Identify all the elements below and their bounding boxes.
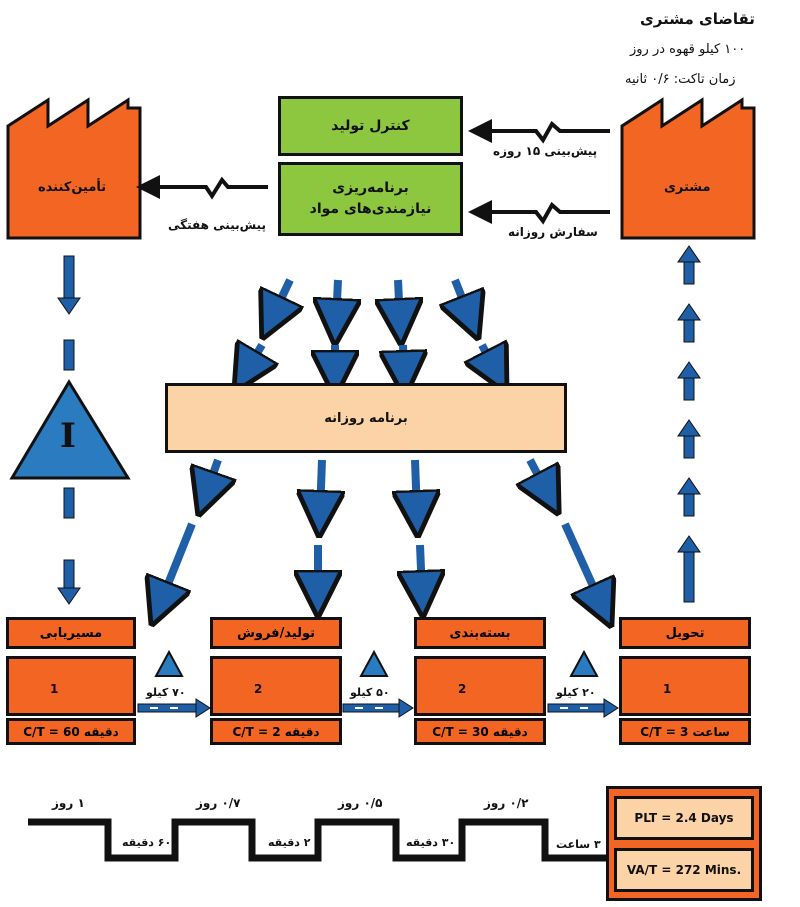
timeline-wait-1: ۱ روز: [52, 796, 85, 810]
process-ct-2: C/T = 2 دقیقه: [210, 718, 342, 745]
supplier-factory-shape: [6, 97, 142, 240]
process-body-3: [414, 656, 546, 716]
daily-order-label: سفارش روزانه: [508, 225, 598, 239]
wip-triangle-2: [359, 649, 389, 677]
timeline-wait-4: ۰/۲ روز: [484, 796, 529, 810]
wip-label-1: ۷۰ کیلو: [146, 686, 186, 699]
process-operators-3: 2: [458, 682, 467, 696]
timeline-wait-2: ۰/۷ روز: [196, 796, 241, 810]
customer-demand-quantity: ۱۰۰ کیلو قهوه در روز: [630, 42, 746, 57]
timeline-process-3: ۳۰ دقیقه: [406, 836, 456, 849]
daily-order-arrow: [468, 200, 610, 225]
wip-label-2: ۵۰ کیلو: [350, 686, 390, 699]
customer-label: مشتری: [664, 180, 711, 195]
timeline-process-1: ۶۰ دقیقه: [122, 836, 172, 849]
process-operators-2: 2: [254, 682, 263, 696]
forecast-15-arrow: [468, 119, 610, 144]
timeline-process-2: ۲ دقیقه: [268, 836, 311, 849]
plt-box: PLT = 2.4 Days: [614, 796, 754, 840]
mrp-box: برنامه‌ریزی نیازمندی‌های مواد: [278, 162, 463, 236]
daily-schedule-box: برنامه روزانه: [165, 383, 567, 453]
process-body-2: [210, 656, 342, 716]
process-operators-1: 1: [50, 682, 59, 696]
timeline-process-4: ۳ ساعت: [556, 838, 601, 851]
process-operators-4: 1: [663, 682, 672, 696]
process-title-2: تولید/فروش: [210, 617, 342, 649]
wip-triangle-1: [154, 649, 184, 677]
timeline-wait-3: ۰/۵ روز: [338, 796, 383, 810]
customer-demand-title: تقاضای مشتری: [640, 10, 755, 28]
inventory-symbol: I: [60, 416, 76, 456]
process-body-4: [619, 656, 751, 716]
process-ct-1: C/T = 60 دقیقه: [6, 718, 136, 745]
inventory-triangle: [9, 379, 131, 480]
vat-box: VA/T = 272 Mins.: [614, 848, 754, 892]
process-body-1: [6, 656, 136, 716]
weekly-forecast-arrow: [136, 175, 268, 200]
wip-label-3: ۲۰ کیلو: [556, 686, 596, 699]
customer-factory-shape: [620, 97, 756, 240]
timeline-line: [28, 818, 608, 862]
process-ct-4: C/T = 3 ساعت: [619, 718, 751, 745]
process-ct-3: C/T = 30 دقیقه: [414, 718, 546, 745]
supplier-label: تأمین‌کننده: [38, 180, 107, 195]
weekly-forecast-label: پیش‌بینی هفتگی: [168, 218, 266, 232]
process-title-4: تحویل: [619, 617, 751, 649]
process-title-3: بسته‌بندی: [414, 617, 546, 649]
production-control-box: کنترل تولید: [278, 96, 463, 156]
forecast-15-label: پیش‌بینی ۱۵ روزه: [493, 144, 598, 158]
takt-time: زمان تاکت: ۰/۶ ثانیه: [625, 72, 736, 87]
process-title-1: مسیریابی: [6, 617, 136, 649]
wip-triangle-3: [569, 649, 599, 677]
